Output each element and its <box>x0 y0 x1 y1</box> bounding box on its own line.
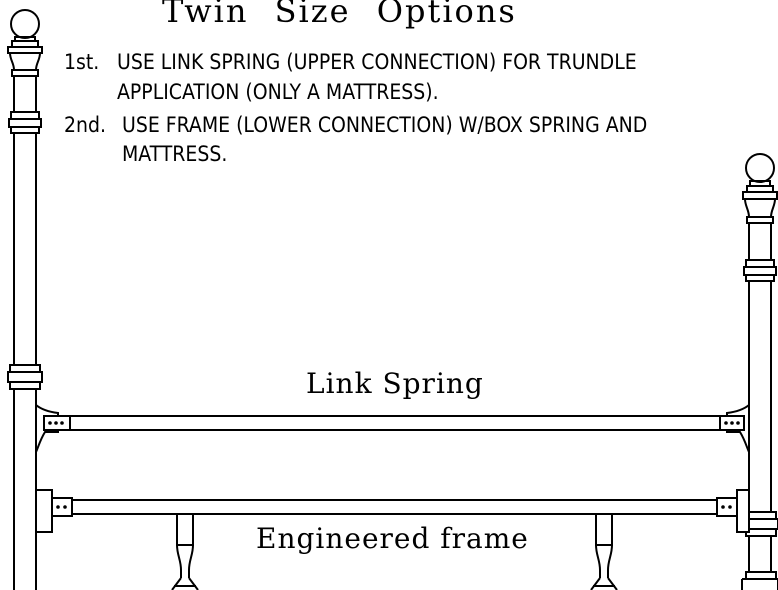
frame-right-bracket <box>736 489 750 533</box>
frame-left-bracket <box>35 489 53 533</box>
right-bedpost <box>741 153 778 590</box>
note-2-line-1: USE FRAME (LOWER CONNECTION) W/BOX SPRIN… <box>122 113 647 137</box>
notes: 1st. USE LINK SPRING (UPPER CONNECTION) … <box>64 50 647 166</box>
note-1-line-1: USE LINK SPRING (UPPER CONNECTION) FOR T… <box>117 50 637 74</box>
right-finial-ball <box>745 153 775 183</box>
note-2-line-2: MATTRESS. <box>122 142 227 166</box>
note-1-number: 1st. <box>64 50 99 74</box>
link-spring-rail <box>35 402 750 453</box>
engineered-frame-label: Engineered frame <box>256 522 529 555</box>
note-1-line-2: APPLICATION (ONLY A MATTRESS). <box>117 80 439 104</box>
left-bedpost <box>7 9 43 590</box>
left-finial-ball <box>10 9 40 39</box>
frame-leg-right <box>590 514 618 590</box>
engineered-frame-rail <box>35 489 750 533</box>
frame-leg-left <box>171 514 199 590</box>
drawing-title: Twin Size Options <box>162 0 517 30</box>
note-2-number: 2nd. <box>64 113 106 137</box>
link-spring-label: Link Spring <box>306 367 484 400</box>
